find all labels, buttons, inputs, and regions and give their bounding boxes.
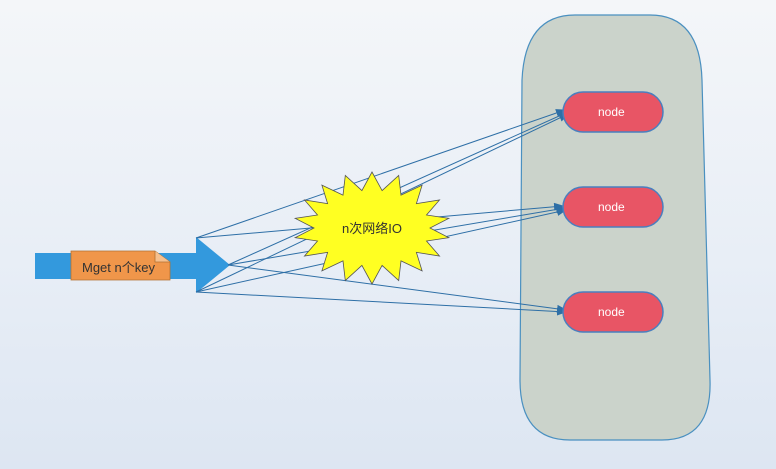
request-note-label: Mget n个key: [82, 260, 155, 275]
node-2: node: [562, 186, 664, 228]
node-2-label: node: [598, 200, 625, 214]
connector-line: [195, 109, 566, 239]
node-3: node: [562, 291, 664, 333]
connector-line: [195, 291, 567, 316]
node-3-label: node: [598, 305, 625, 319]
node-1-label: node: [598, 105, 625, 119]
connector-line: [227, 264, 567, 313]
node-1: node: [562, 91, 664, 133]
network-io-label: n次网络IO: [342, 221, 402, 236]
request-note: Mget n个key: [70, 250, 171, 281]
network-io-burst: n次网络IO: [293, 171, 451, 285]
